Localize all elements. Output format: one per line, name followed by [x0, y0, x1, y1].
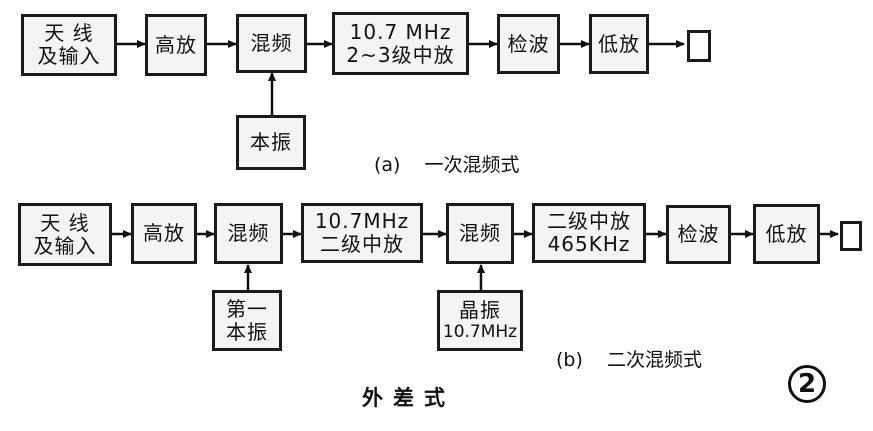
if2-amp-block-b: 二级中放 465KHz	[532, 203, 646, 263]
rf-amp-block-b: 高放	[131, 203, 197, 264]
antenna-label-line2: 及输入	[33, 233, 97, 258]
antenna-label-line2: 及输入	[37, 44, 101, 68]
figure-number: 2	[797, 369, 817, 399]
figure-title: 外差式	[362, 386, 455, 410]
mixer1-label: 混频	[227, 221, 270, 245]
detector-block-b: 检波	[666, 205, 731, 264]
if-amp-block-a: 10.7 MHz 2~3级中放	[332, 12, 469, 75]
crystal-osc-label: 晶振	[459, 298, 501, 322]
if2-stages: 二级中放	[547, 209, 631, 233]
rf-amp-block-a: 高放	[145, 14, 207, 76]
caption-b-label: (b)	[556, 349, 583, 371]
crystal-osc-freq: 10.7MHz	[442, 322, 518, 342]
antenna-label-line1: 天 线	[44, 21, 94, 45]
caption-b-text: 二次混频式	[606, 349, 702, 371]
local-osc-block-a: 本振	[236, 115, 306, 170]
caption-a-text: 一次混频式	[424, 154, 520, 176]
mixer2-label: 混频	[459, 221, 501, 245]
detector-block-a: 检波	[497, 14, 560, 74]
detector-label: 检波	[507, 31, 550, 56]
audio-amp-block-a: 低放	[589, 14, 649, 74]
if1-stages: 二级中放	[320, 232, 404, 256]
rf-amp-label: 高放	[155, 32, 197, 57]
if-amp-freq: 10.7 MHz	[349, 19, 452, 44]
local-osc-label: 本振	[250, 130, 292, 154]
speaker-icon-b	[840, 221, 862, 251]
crystal-osc-block-b: 晶振 10.7MHz	[437, 290, 523, 351]
local-osc1-line1: 第一	[226, 296, 268, 321]
mixer-block-a: 混频	[236, 14, 307, 73]
mixer1-block-b: 混频	[214, 203, 283, 264]
audio-amp-label: 低放	[765, 221, 808, 246]
speaker-icon-a	[687, 30, 711, 62]
audio-amp-label: 低放	[598, 31, 640, 56]
mixer2-block-b: 混频	[446, 203, 514, 264]
antenna-input-block-b: 天 线 及输入	[18, 203, 112, 266]
rf-amp-label: 高放	[143, 221, 185, 245]
antenna-label-line1: 天 线	[40, 210, 90, 235]
if2-freq: 465KHz	[547, 232, 631, 256]
if-amp-stages: 2~3级中放	[346, 42, 455, 67]
mixer-label: 混频	[250, 31, 293, 55]
caption-b: (b) 二次混频式	[556, 345, 702, 372]
if1-amp-block-b: 10.7MHz 二级中放	[301, 203, 423, 263]
antenna-input-block-a: 天 线 及输入	[21, 14, 117, 76]
audio-amp-block-b: 低放	[753, 204, 820, 264]
figure-number-mark: 2	[788, 365, 826, 403]
if1-freq: 10.7MHz	[314, 209, 410, 233]
detector-label: 检波	[677, 222, 720, 246]
caption-a-label: (a)	[374, 154, 401, 176]
local-osc1-line2: 本振	[226, 319, 268, 344]
local-osc1-block-b: 第一 本振	[212, 290, 282, 351]
caption-a: (a) 一次混频式	[374, 150, 520, 177]
